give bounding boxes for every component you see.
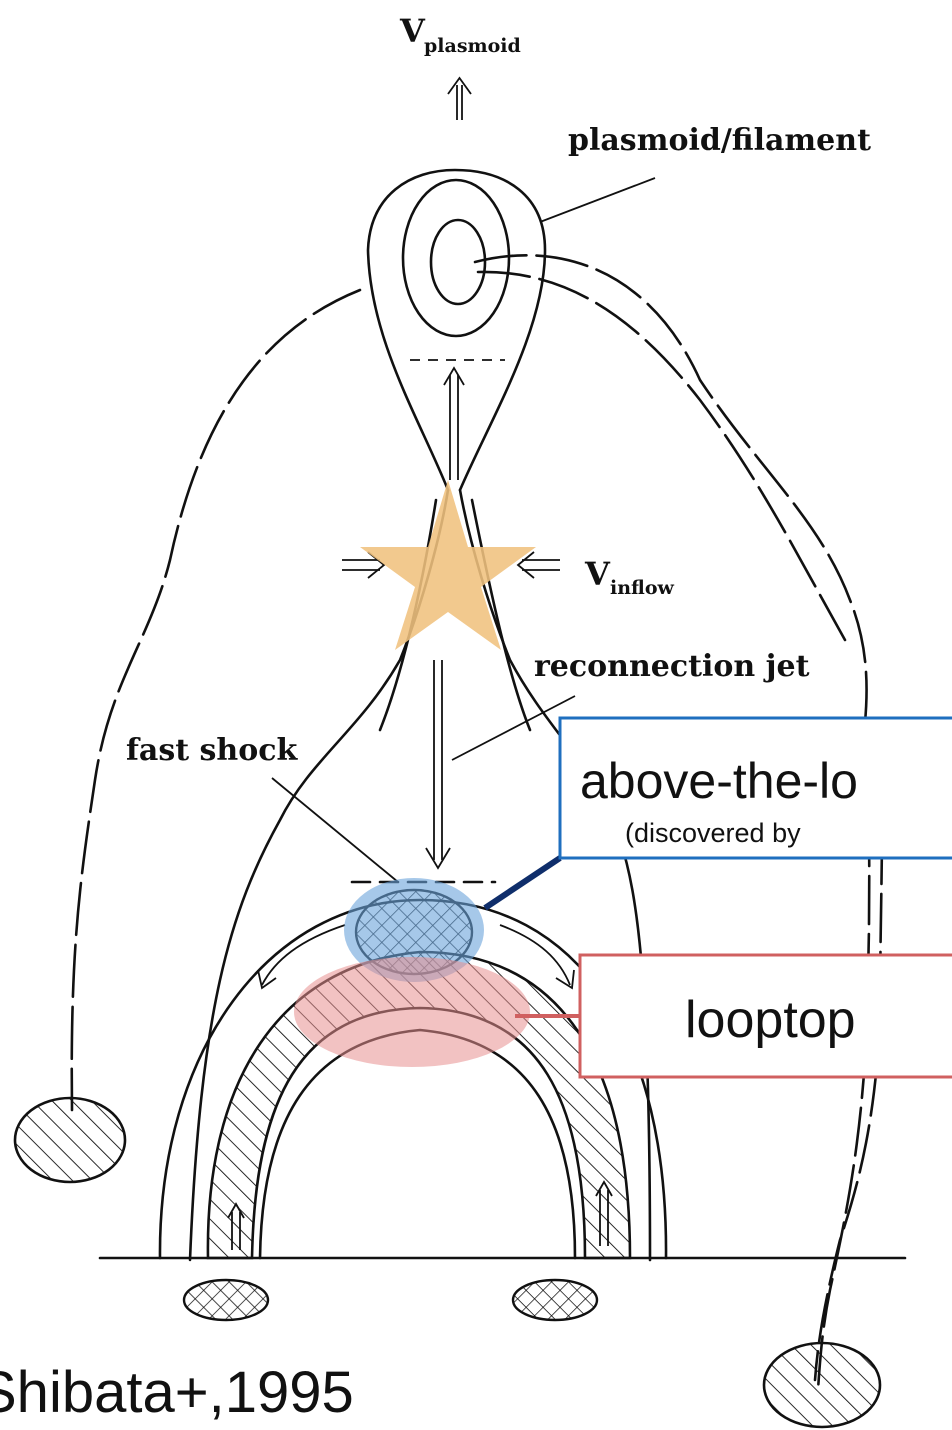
- plasmoid-loops: [368, 170, 545, 490]
- hatched-blob-right: [764, 1343, 880, 1427]
- plasmoid-filament-pointer: [540, 178, 655, 222]
- reconnection-jet-pointer: [452, 696, 575, 760]
- reconnection-star-icon: [360, 480, 536, 650]
- looptop-source: [294, 957, 530, 1067]
- v-plasmoid-label: V: [399, 12, 426, 50]
- reconnection-jet-label: reconnection jet: [534, 649, 810, 684]
- inflow-right-arrow-icon: [518, 552, 560, 578]
- looptop-title: looptop: [685, 991, 856, 1049]
- footpoint-left: [184, 1280, 268, 1320]
- plasmoid-filament-label: plasmoid/filament: [568, 123, 871, 158]
- hatched-blob-left: [15, 1098, 125, 1182]
- above-the-loop-subtitle: (discovered by: [625, 818, 801, 848]
- v-inflow-subscript: inflow: [610, 577, 675, 599]
- upward-jet-arrow-icon: [444, 368, 464, 480]
- downward-jet-arrow-icon: [426, 660, 450, 868]
- fast-shock-pointer: [272, 778, 398, 882]
- citation-text: Shibata+,1995: [0, 1360, 354, 1425]
- v-inflow-label: V: [584, 555, 611, 593]
- plasmoid-up-arrow-icon: [448, 78, 471, 120]
- fast-shock-label: fast shock: [126, 733, 299, 768]
- above-the-loop-connector: [485, 858, 560, 908]
- above-the-loop-title: above-the-lo: [580, 753, 858, 809]
- v-plasmoid-subscript: plasmoid: [424, 35, 521, 57]
- footpoint-right: [513, 1280, 597, 1320]
